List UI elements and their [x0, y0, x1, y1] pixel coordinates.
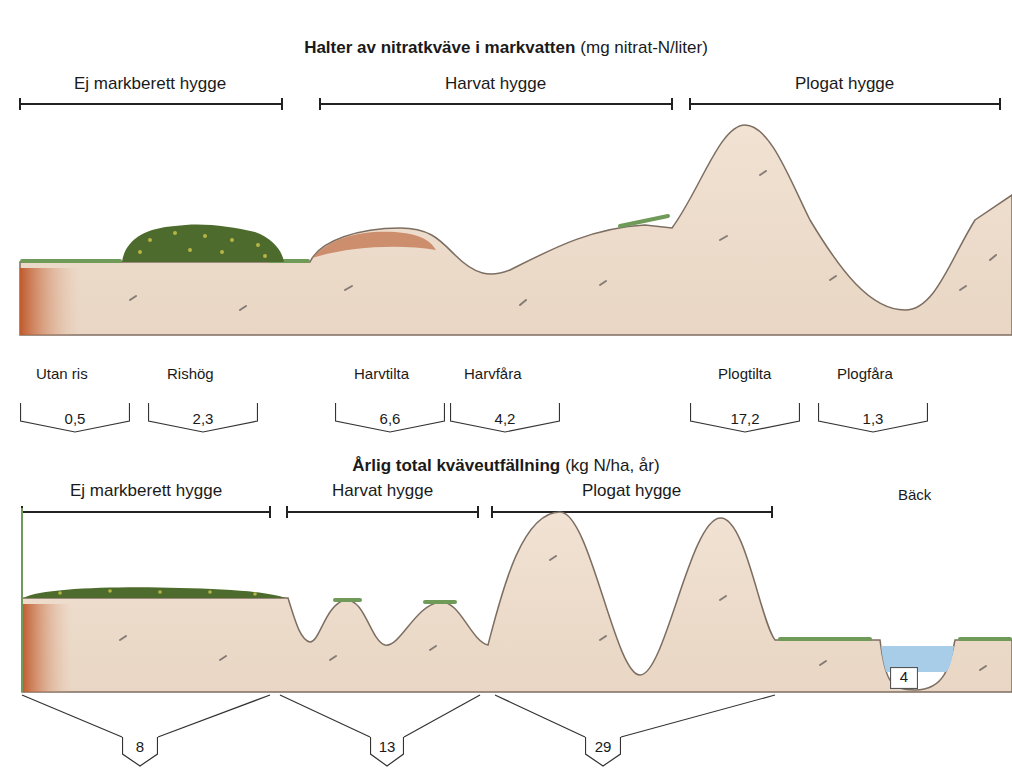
value-outline-path [336, 403, 445, 432]
value-bracket: 2,3 [148, 403, 258, 433]
heading-unit: (kg N/ha, år) [565, 456, 659, 475]
value-outline-path [451, 403, 560, 432]
value-bracket: 6,6 [335, 403, 445, 433]
value-bracket: 8 [122, 737, 158, 767]
part-label: Harvfåra [464, 365, 522, 382]
value-number: 17,2 [690, 410, 800, 428]
area-label: Plogat hygge [795, 74, 894, 94]
area-label: Ej markberett hygge [70, 481, 222, 501]
value-number: 2,3 [148, 410, 258, 428]
part-label: Plogfåra [837, 365, 893, 382]
heading-text: Årlig total kväveutfällning [352, 456, 560, 475]
value-number: 29 [585, 738, 621, 756]
value-outline-path [819, 403, 928, 432]
value-outline-path [21, 403, 130, 432]
area-label: Plogat hygge [582, 481, 681, 501]
heading-unit: (mg nitrat-N/liter) [580, 38, 708, 57]
part-label: Harvtilta [354, 365, 409, 382]
part-label: Bäck [898, 486, 931, 503]
area-label: Harvat hygge [445, 74, 546, 94]
value-box: 4 [890, 667, 918, 689]
part-label: Plogtilta [718, 365, 771, 382]
chart-heading: Halter av nitratkväve i markvatten (mg ni… [0, 38, 1012, 58]
value-bracket: 17,2 [690, 403, 800, 433]
value-number: 4,2 [450, 410, 560, 428]
value-number: 13 [370, 738, 404, 756]
value-bracket: 29 [585, 737, 621, 767]
value-bracket: 13 [370, 737, 404, 767]
heading-text: Halter av nitratkväve i markvatten [304, 38, 575, 57]
value-outline-path [891, 668, 918, 689]
area-label: Harvat hygge [332, 481, 433, 501]
value-number: 1,3 [818, 410, 928, 428]
value-outline-path [123, 737, 158, 766]
chart-heading: Årlig total kväveutfällning (kg N/ha, år) [0, 456, 1012, 476]
part-label: Utan ris [36, 365, 88, 382]
value-outline-path [691, 403, 800, 432]
value-outline-path [586, 737, 621, 766]
value-outline-path [149, 403, 258, 432]
part-label: Rishög [167, 365, 214, 382]
value-number: 0,5 [20, 410, 130, 428]
area-label: Ej markberett hygge [74, 74, 226, 94]
value-number: 4 [890, 668, 918, 686]
value-outline-path [371, 737, 404, 766]
value-number: 8 [122, 738, 158, 756]
value-bracket: 0,5 [20, 403, 130, 433]
value-number: 6,6 [335, 410, 445, 428]
value-bracket: 4,2 [450, 403, 560, 433]
value-bracket: 1,3 [818, 403, 928, 433]
